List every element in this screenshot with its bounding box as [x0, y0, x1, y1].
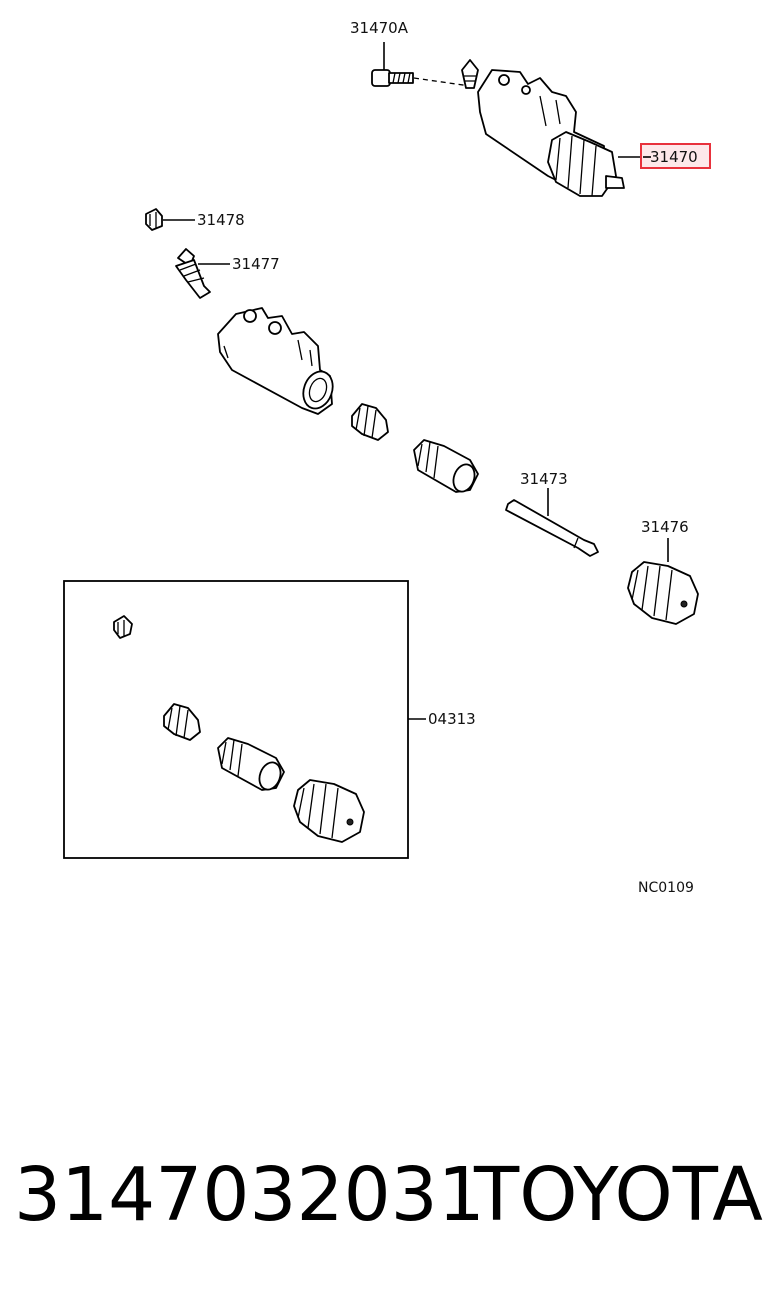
bleeder-cap-31478[interactable]	[145, 208, 195, 231]
push-rod-31473[interactable]	[505, 488, 599, 557]
kit-piston-cup[interactable]	[163, 703, 201, 741]
kit-piston[interactable]	[217, 737, 285, 793]
callout-31477: 31477	[232, 255, 280, 273]
callout-31470a: 31470A	[350, 19, 409, 37]
callout-04313: 04313	[428, 710, 476, 728]
piston[interactable]	[413, 439, 479, 495]
bolt-31470a[interactable]	[371, 42, 471, 87]
cylinder-body[interactable]	[217, 307, 338, 415]
diagram-code: NC0109	[638, 880, 694, 896]
callout-31476: 31476	[641, 518, 689, 536]
callout-31473: 31473	[520, 470, 568, 488]
brand-name: TOYOTA	[474, 1152, 763, 1238]
kit-bleeder-cap[interactable]	[113, 615, 133, 639]
callout-31470: 31470	[650, 148, 698, 166]
highlight-box-31470	[640, 143, 711, 169]
callout-31478: 31478	[197, 211, 245, 229]
caption: 3147032031 TOYOTA	[0, 1152, 768, 1262]
release-cylinder-assembly-31470[interactable]	[461, 59, 642, 197]
piston-cup[interactable]	[351, 403, 389, 441]
part-number: 3147032031	[14, 1152, 485, 1238]
boot-31476[interactable]	[627, 538, 699, 625]
kit-boot[interactable]	[293, 779, 365, 843]
bleeder-plug-31477[interactable]	[175, 248, 230, 299]
